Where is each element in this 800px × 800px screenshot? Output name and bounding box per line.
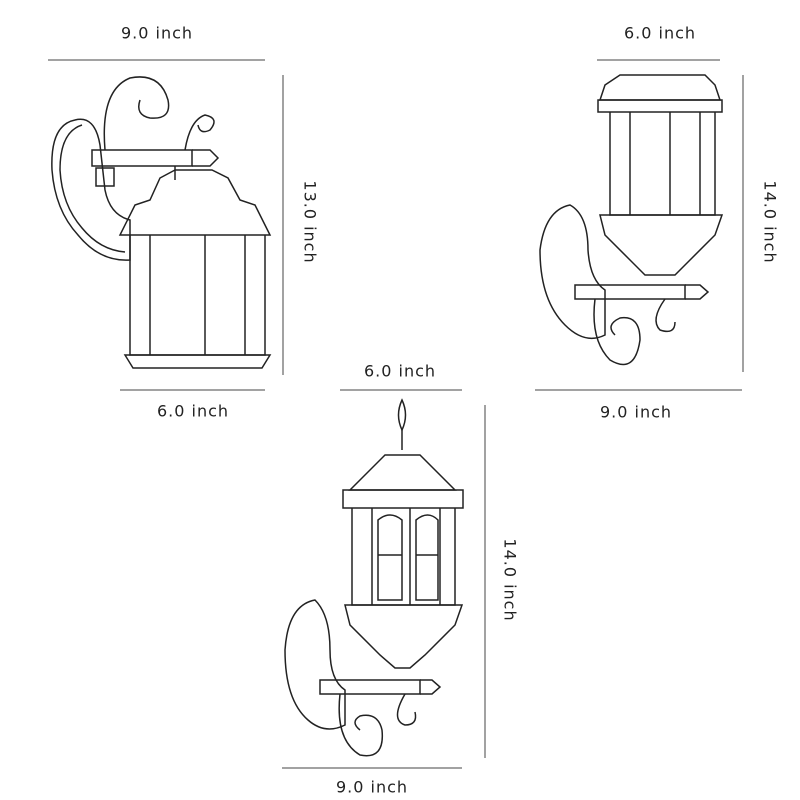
lamp-a-bottom-width-label: 6.0 inch (156, 401, 230, 421)
lamp-c-drawing (284, 398, 464, 757)
lamp-a-drawing (51, 76, 272, 369)
lamp-b-drawing (539, 74, 724, 366)
lamp-a-height-label: 13.0 inch (300, 180, 320, 264)
lamp-c-bottom-width-label: 9.0 inch (335, 777, 409, 797)
lamp-c-height-label: 14.0 inch (500, 538, 520, 622)
lamp-b-height-label: 14.0 inch (760, 180, 780, 264)
dimension-lines (48, 59, 744, 769)
lamp-b-top-width-label: 6.0 inch (623, 23, 697, 43)
lamp-b-bottom-width-label: 9.0 inch (599, 402, 673, 422)
lamp-a-top-width-label: 9.0 inch (120, 23, 194, 43)
lamp-c-top-width-label: 6.0 inch (363, 361, 437, 381)
